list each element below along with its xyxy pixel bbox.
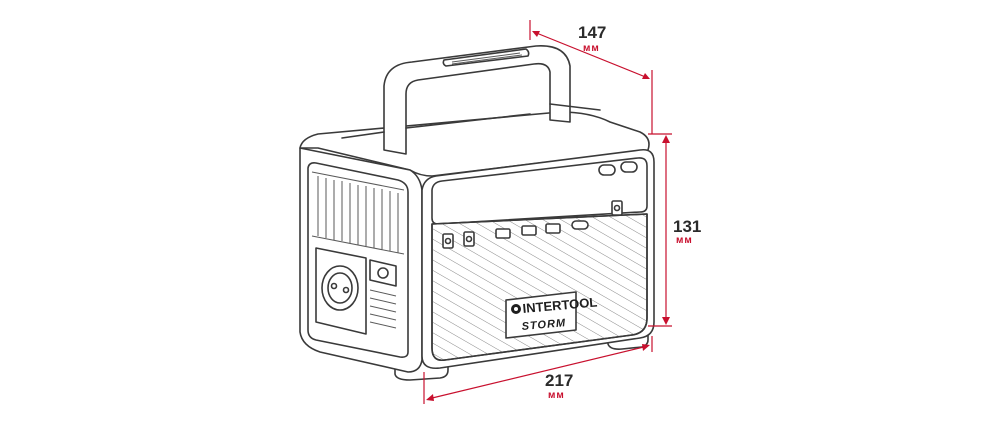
dc-port-icon[interactable]: [463, 231, 475, 247]
usb-a-port-icon[interactable]: [545, 223, 561, 234]
button-icon[interactable]: [620, 161, 638, 173]
height-value: 131: [673, 217, 701, 236]
width-value: 217: [545, 371, 573, 390]
dimension-width: 217 мм: [423, 336, 653, 404]
body: [299, 111, 655, 373]
model-name: STORM: [521, 317, 566, 333]
power-button-icon: [377, 267, 389, 279]
side-vent: [311, 171, 405, 255]
width-dimension-line: [427, 345, 649, 400]
front-ports: [442, 161, 638, 249]
side-power-switch[interactable]: [369, 259, 397, 287]
handle-grip-texture: [451, 52, 523, 65]
button-icon[interactable]: [598, 164, 616, 176]
brand-label: INTERTOOL STORM: [505, 291, 598, 339]
side-inset: [307, 162, 409, 358]
depth-unit: мм: [583, 43, 600, 54]
brand-name: INTERTOOL: [522, 295, 598, 316]
usb-c-port-icon[interactable]: [571, 220, 589, 230]
label-plate: [505, 291, 577, 339]
handle-base-slots: [341, 103, 601, 139]
dimension-depth: 147 мм: [529, 20, 653, 134]
side-panel-features: [307, 162, 409, 358]
depth-value: 147: [578, 23, 606, 42]
dimension-height: 131 мм: [648, 133, 701, 327]
dc-port-icon[interactable]: [611, 200, 623, 216]
height-unit: мм: [676, 235, 693, 246]
width-unit: мм: [548, 390, 565, 401]
dc-port-icon[interactable]: [442, 233, 454, 249]
carry-handle: [341, 45, 601, 155]
depth-dimension-line: [533, 31, 649, 79]
handle-arch: [383, 45, 571, 155]
side-lower-vent: [369, 289, 397, 329]
usb-a-port-icon[interactable]: [495, 228, 511, 239]
usb-a-port-icon[interactable]: [521, 225, 537, 236]
handle-grip: [442, 48, 530, 67]
